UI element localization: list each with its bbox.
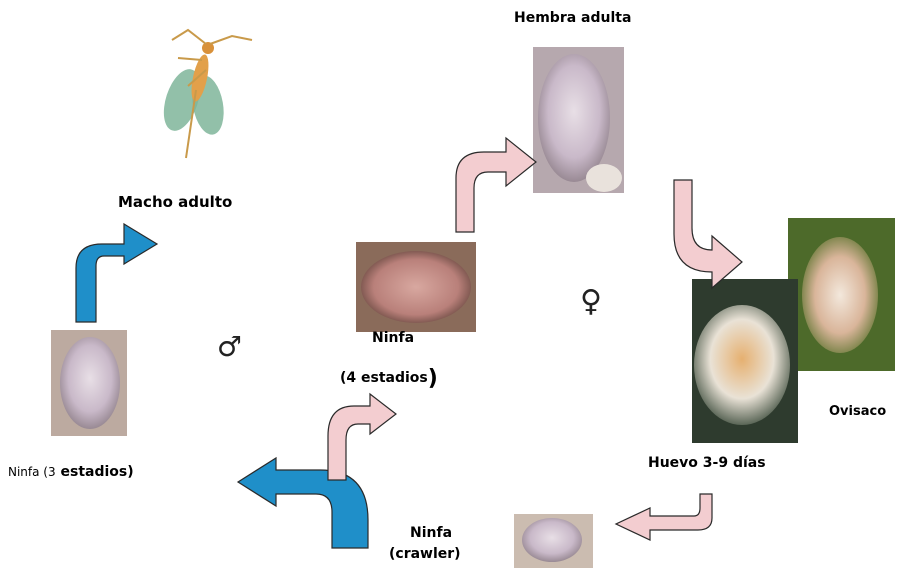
label-crawler-title: Ninfa — [410, 525, 452, 541]
label-nymph-3-stages: Ninfa (3 estadios) — [8, 464, 134, 480]
arrow-to-ovisac — [674, 180, 742, 288]
label-male-adult: Macho adulto — [118, 193, 232, 211]
label-crawler-sub: (crawler) — [389, 546, 461, 562]
crawler-image — [514, 514, 593, 568]
label-female-adult: Hembra adulta — [514, 10, 631, 26]
nymph-4-stages-image — [356, 242, 476, 332]
label-nymph-4-stages-title: Ninfa — [372, 330, 414, 346]
nymph-3-stages-image — [51, 330, 127, 436]
arrow-to-female-adult — [456, 138, 536, 232]
label-ovisac: Ovisaco — [829, 404, 886, 419]
arrow-to-crawler — [616, 494, 712, 540]
female-adult-image — [533, 47, 624, 193]
female-symbol-icon: ♀ — [580, 284, 602, 319]
arrow-to-male-adult — [76, 224, 157, 322]
male-adult-insect-image — [157, 30, 252, 158]
male-symbol-icon: ♂ — [217, 330, 242, 363]
egg-image — [692, 279, 798, 443]
label-egg: Huevo 3-9 días — [648, 455, 766, 471]
arrow-to-nymph-4-stages — [328, 394, 396, 480]
ovisac-image — [788, 218, 895, 371]
label-nymph-4-stages-count: (4 estadios) — [340, 363, 438, 388]
arrow-to-nymph-3-stages — [238, 458, 368, 548]
